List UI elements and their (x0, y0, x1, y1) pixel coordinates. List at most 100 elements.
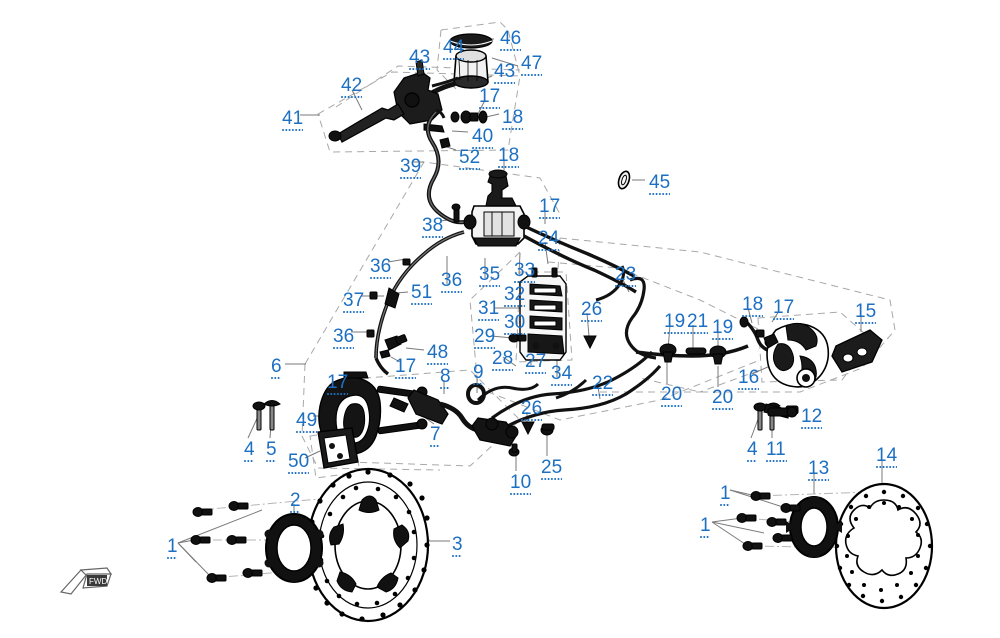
callout-number: 11 (766, 439, 786, 460)
callout-number: 21 (687, 311, 709, 332)
callout-number: 26 (581, 299, 603, 320)
callout-number: 18 (742, 294, 764, 315)
callout-number: 20 (661, 384, 683, 405)
callout-number: 36 (333, 326, 355, 347)
callout-1[interactable]: 1 (700, 516, 711, 539)
callout-underline (514, 281, 535, 284)
front-disc-bolts (190, 501, 263, 583)
callout-number: 2 (290, 490, 301, 511)
callout-35[interactable]: 35 (479, 265, 500, 288)
callout-4[interactable]: 4 (747, 440, 758, 463)
callout-17[interactable]: 17 (773, 298, 794, 321)
callout-underline (494, 82, 515, 85)
callout-17[interactable]: 17 (395, 357, 416, 380)
rear-wheel-hub-flange (786, 496, 842, 558)
callout-14[interactable]: 14 (876, 446, 897, 469)
callout-5[interactable]: 5 (266, 440, 277, 463)
callout-6[interactable]: 6 (271, 357, 282, 380)
callout-underline (472, 147, 493, 150)
callout-8[interactable]: 8 (440, 367, 451, 390)
callout-26[interactable]: 26 (581, 300, 602, 323)
callout-28[interactable]: 28 (492, 349, 513, 372)
callout-number: 48 (427, 342, 449, 363)
callout-31[interactable]: 31 (478, 299, 499, 322)
callout-underline (441, 291, 462, 294)
callout-43[interactable]: 43 (409, 48, 430, 71)
callout-30[interactable]: 30 (504, 313, 525, 336)
callout-36[interactable]: 36 (441, 271, 462, 294)
callout-40[interactable]: 40 (472, 127, 493, 150)
callout-21[interactable]: 21 (687, 312, 708, 335)
callout-23[interactable]: 23 (615, 265, 636, 288)
callout-46[interactable]: 46 (500, 29, 521, 52)
callout-2[interactable]: 2 (290, 491, 301, 514)
callout-47[interactable]: 47 (521, 54, 542, 77)
rear-brake-caliper (763, 322, 830, 388)
callout-underline (502, 128, 523, 131)
callout-48[interactable]: 48 (427, 343, 448, 366)
callout-7[interactable]: 7 (430, 425, 441, 448)
callout-24[interactable]: 24 (538, 229, 559, 252)
callout-9[interactable]: 9 (473, 363, 484, 386)
callout-19[interactable]: 19 (664, 312, 685, 335)
callout-20[interactable]: 20 (712, 388, 733, 411)
callout-18[interactable]: 18 (742, 295, 763, 318)
callout-12[interactable]: 12 (801, 407, 822, 430)
callout-34[interactable]: 34 (551, 364, 572, 387)
callout-11[interactable]: 11 (766, 440, 787, 463)
callout-number: 27 (525, 351, 547, 372)
callout-20[interactable]: 20 (661, 385, 682, 408)
callout-44[interactable]: 44 (443, 38, 464, 61)
callout-underline (411, 303, 432, 306)
callout-17[interactable]: 17 (539, 197, 560, 220)
callout-16[interactable]: 16 (738, 368, 759, 391)
callout-underline (712, 338, 733, 341)
callout-17[interactable]: 17 (479, 87, 500, 110)
callout-38[interactable]: 38 (422, 216, 443, 239)
callout-19[interactable]: 19 (712, 318, 733, 341)
callout-37[interactable]: 37 (343, 291, 364, 314)
callout-49[interactable]: 49 (296, 411, 317, 434)
callout-27[interactable]: 27 (525, 352, 546, 375)
callout-13[interactable]: 13 (808, 459, 829, 482)
callout-42[interactable]: 42 (341, 76, 362, 99)
callout-52[interactable]: 52 (459, 148, 480, 171)
callout-15[interactable]: 15 (855, 302, 876, 325)
callout-number: 30 (504, 312, 526, 333)
callout-41[interactable]: 41 (282, 109, 303, 132)
callout-underline (443, 58, 464, 61)
callout-number: 51 (411, 282, 433, 303)
callout-3[interactable]: 3 (452, 535, 463, 558)
callout-26[interactable]: 26 (521, 399, 542, 422)
callout-17[interactable]: 17 (327, 373, 348, 396)
callout-10[interactable]: 10 (510, 473, 531, 496)
callout-50[interactable]: 50 (288, 452, 309, 475)
front-wheel-hub-flange (264, 513, 324, 583)
retaining-pin-45 (617, 170, 631, 190)
callout-51[interactable]: 51 (411, 283, 432, 306)
callout-29[interactable]: 29 (474, 327, 495, 350)
callout-number: 22 (592, 373, 614, 394)
callout-25[interactable]: 25 (541, 458, 562, 481)
callout-32[interactable]: 32 (504, 285, 525, 308)
callout-1[interactable]: 1 (720, 484, 731, 507)
callout-number: 15 (855, 301, 877, 322)
callout-number: 39 (400, 156, 422, 177)
callout-18[interactable]: 18 (502, 108, 523, 131)
callout-underline (452, 555, 462, 558)
callout-18[interactable]: 18 (498, 146, 519, 169)
callout-underline (801, 427, 822, 430)
callout-39[interactable]: 39 (400, 157, 421, 180)
callout-1[interactable]: 1 (167, 537, 178, 560)
callout-36[interactable]: 36 (333, 327, 354, 350)
union-fitting-12 (767, 406, 798, 418)
callout-number: 17 (327, 372, 349, 393)
callout-22[interactable]: 22 (592, 374, 613, 397)
callout-underline (498, 166, 519, 169)
callout-33[interactable]: 33 (514, 261, 535, 284)
callout-36[interactable]: 36 (370, 257, 391, 280)
callout-4[interactable]: 4 (244, 440, 255, 463)
callout-43[interactable]: 43 (494, 62, 515, 85)
rear-disc-bolts (736, 491, 801, 551)
callout-45[interactable]: 45 (649, 173, 670, 196)
